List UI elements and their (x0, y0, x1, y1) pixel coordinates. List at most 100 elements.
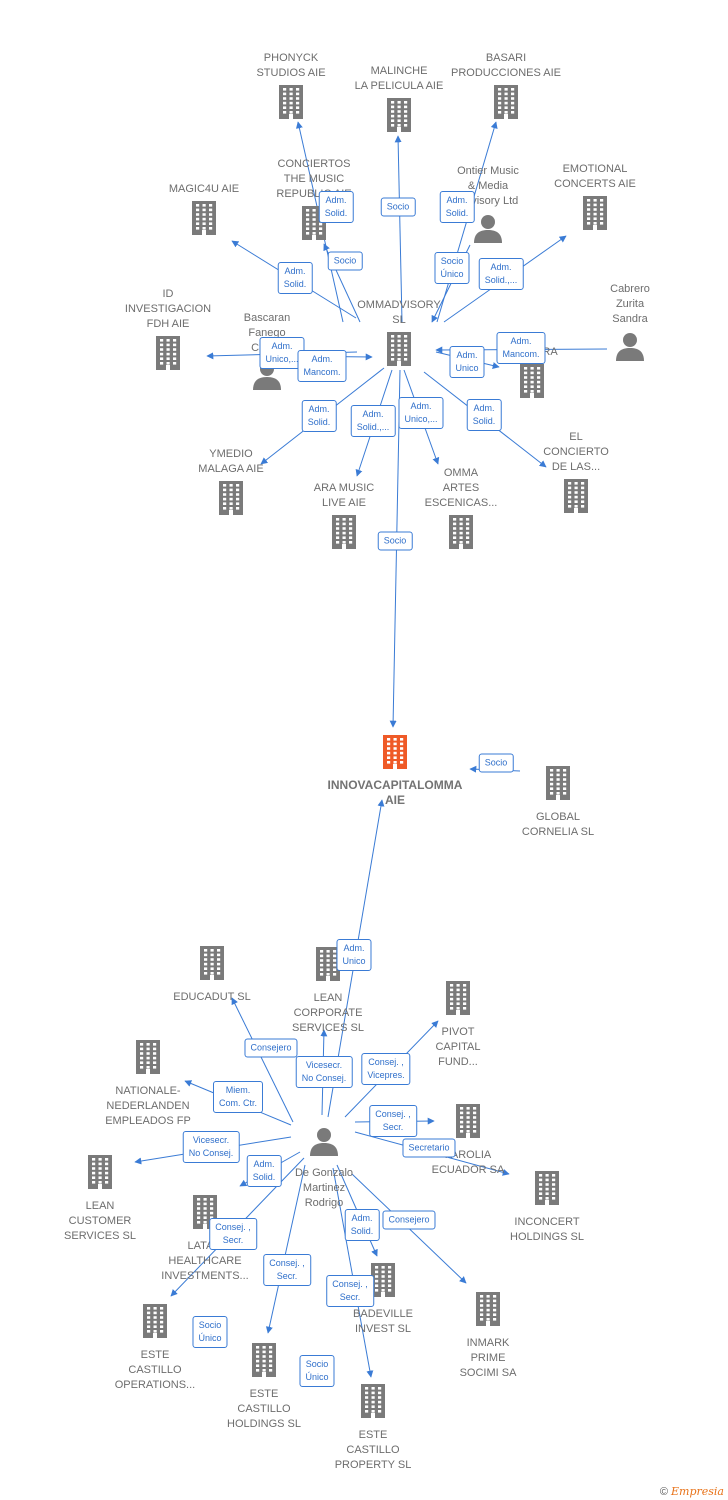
node-ymedio[interactable]: YMEDIO MALAGA AIE (156, 447, 306, 520)
node-lean-corporate[interactable]: LEAN CORPORATE SERVICES SL (253, 947, 403, 1036)
building-icon (324, 98, 474, 137)
node-basari[interactable]: BASARI PRODUCCIONES AIE (431, 51, 581, 124)
node-lean-customer[interactable]: LEAN CUSTOMER SERVICES SL (25, 1155, 175, 1244)
node-el-concierto[interactable]: EL CONCIERTO DE LAS... (501, 430, 651, 518)
building-icon (308, 1263, 458, 1302)
node-este-holdings[interactable]: ESTE CASTILLO HOLDINGS SL (189, 1343, 339, 1432)
node-cabrero[interactable]: Cabrero Zurita Sandra (555, 282, 705, 366)
building-icon (386, 515, 536, 554)
node-inmark[interactable]: INMARK PRIME SOCIMI SA (413, 1292, 563, 1381)
node-label: YMEDIO MALAGA AIE (198, 448, 264, 475)
relation-badge[interactable]: Adm. Solid.,... (478, 258, 524, 290)
relation-badge[interactable]: Socio (478, 753, 514, 773)
node-magic4u[interactable]: MAGIC4U AIE (129, 182, 279, 240)
relation-badge[interactable]: Socio Único (192, 1316, 228, 1348)
relation-badge[interactable]: Adm. Unico,... (259, 337, 305, 369)
building-icon (130, 1195, 280, 1234)
node-label: ARA MUSIC LIVE AIE (313, 482, 375, 509)
building-icon (73, 1040, 223, 1079)
node-label: INNOVACAPITALOMMA AIE (327, 778, 463, 807)
relation-badge[interactable]: Adm. Solid. (344, 1209, 380, 1241)
node-id-invest[interactable]: ID INVESTIGACION FDH AIE (93, 287, 243, 375)
relation-badge[interactable]: Socio Único (299, 1355, 335, 1387)
relation-badge[interactable]: Miem. Com. Ctr. (212, 1081, 264, 1113)
building-icon (383, 981, 533, 1020)
relation-badge[interactable]: Adm. Solid. (466, 399, 502, 431)
node-educadut[interactable]: EDUCADUT SL (137, 946, 287, 1005)
building-icon (298, 1384, 448, 1423)
node-badeville[interactable]: BADEVILLE INVEST SL (308, 1263, 458, 1337)
node-phonyck[interactable]: PHONYCK STUDIOS AIE (216, 51, 366, 124)
node-label: ESTE CASTILLO PROPERTY SL (334, 1429, 412, 1471)
node-inconcert[interactable]: INCONCERT HOLDINGS SL (472, 1171, 622, 1245)
node-label: EDUCADUT SL (173, 991, 251, 1003)
node-label: BASARI PRODUCCIONES AIE (450, 52, 562, 79)
building-icon (483, 766, 633, 805)
node-center[interactable]: INNOVACAPITALOMMA AIE (320, 735, 470, 808)
relation-badge[interactable]: Adm. Solid. (439, 191, 475, 223)
relation-badge[interactable]: Socio (327, 251, 363, 271)
node-malinche[interactable]: MALINCHE LA PELICULA AIE (324, 64, 474, 137)
node-label: MAGIC4U AIE (168, 183, 240, 195)
relation-badge[interactable]: Consejero (382, 1210, 436, 1230)
relation-badge[interactable]: Socio (380, 197, 416, 217)
building-icon (472, 1171, 622, 1210)
building-icon (129, 201, 279, 240)
node-de-gonzalo[interactable]: De Gonzalo Martinez Rodrigo (249, 1126, 399, 1211)
relation-badge[interactable]: Adm. Solid. (246, 1155, 282, 1187)
relation-badge[interactable]: Vicesecr. No Consej. (295, 1056, 353, 1088)
relation-badge[interactable]: Consej. , Secr. (369, 1105, 417, 1137)
relation-badge[interactable]: Socio Único (434, 252, 470, 284)
node-omma-artes[interactable]: OMMA ARTES ESCENICAS... (386, 466, 536, 554)
relation-badge[interactable]: Consejero (244, 1038, 298, 1058)
relation-badge[interactable]: Consej. , Secr. (263, 1254, 311, 1286)
building-icon (93, 336, 243, 375)
node-label: INCONCERT HOLDINGS SL (510, 1216, 584, 1243)
node-ara-music[interactable]: ARA MUSIC LIVE AIE (269, 481, 419, 554)
node-global-cornelia[interactable]: GLOBAL CORNELIA SL (483, 766, 633, 840)
node-ommadvisory[interactable]: OMMADVISORY SL (324, 298, 474, 371)
building-icon (216, 85, 366, 124)
node-farolia[interactable]: FAROLIA ECUADOR SA (393, 1104, 543, 1178)
node-label: ESTE CASTILLO HOLDINGS SL (227, 1388, 301, 1430)
relation-badge[interactable]: Adm. Solid. (318, 191, 354, 223)
building-icon (156, 481, 306, 520)
relation-badge[interactable]: Socio (377, 531, 413, 551)
building-icon (520, 196, 670, 235)
node-este-property[interactable]: ESTE CASTILLO PROPERTY SL (298, 1384, 448, 1473)
relation-badge[interactable]: Adm. Unico (336, 939, 372, 971)
relation-badge[interactable]: Consej. , Secr. (326, 1275, 374, 1307)
node-label: OMMADVISORY SL (357, 299, 441, 326)
relation-badge[interactable]: Adm. Unico,... (398, 397, 444, 429)
building-icon (269, 515, 419, 554)
relation-badge[interactable]: Vicesecr. No Consej. (182, 1131, 240, 1163)
brand-logo[interactable]: Empresia (671, 1485, 724, 1498)
relation-badge[interactable]: Secretario (402, 1138, 456, 1158)
node-label: FAROLIA ECUADOR SA (431, 1149, 505, 1176)
node-latam[interactable]: LATAM HEALTHCARE INVESTMENTS... (130, 1195, 280, 1284)
relation-badge[interactable]: Adm. Unico (449, 346, 485, 378)
relation-badge[interactable]: Adm. Solid. (301, 400, 337, 432)
node-emotional[interactable]: EMOTIONAL CONCERTS AIE (520, 162, 670, 235)
node-label: PHONYCK STUDIOS AIE (256, 52, 326, 79)
person-icon (413, 213, 563, 248)
building-icon (137, 946, 287, 985)
relation-badge[interactable]: Adm. Solid.,... (350, 405, 396, 437)
node-nationale[interactable]: NATIONALE- NEDERLANDEN EMPLEADOS FP (73, 1040, 223, 1129)
node-label: ESTE CASTILLO OPERATIONS... (114, 1349, 196, 1391)
person-icon (555, 331, 705, 366)
footer-brand: © Empresia (660, 1485, 724, 1498)
edge-de-gonzalo-to-educadut (231, 997, 294, 1123)
node-este-operations[interactable]: ESTE CASTILLO OPERATIONS... (80, 1304, 230, 1393)
relation-badge[interactable]: Adm. Mancom. (297, 350, 347, 382)
building-icon (320, 735, 470, 773)
relation-badge[interactable]: Consej. , Secr. (209, 1218, 257, 1250)
relation-badge[interactable]: Adm. Mancom. (496, 332, 546, 364)
relation-badge[interactable]: Adm. Solid. (277, 262, 313, 294)
node-conciertos[interactable]: CONCIERTOS THE MUSIC REPUBLIC AIE (239, 157, 389, 245)
building-icon (324, 332, 474, 371)
node-label: ID INVESTIGACION FDH AIE (124, 288, 212, 330)
edge-de-gonzalo-to-este-holdings (265, 1164, 306, 1334)
node-pivot[interactable]: PIVOT CAPITAL FUND... (383, 981, 533, 1070)
relation-badge[interactable]: Consej. , Vicepres. (361, 1053, 411, 1085)
